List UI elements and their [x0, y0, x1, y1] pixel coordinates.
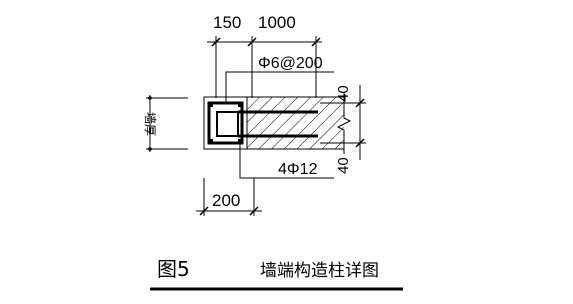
top-dim-tick	[211, 37, 221, 47]
top-dim-tick	[311, 37, 321, 47]
corner-bar	[208, 139, 213, 144]
dim-40-top: 40	[335, 85, 352, 102]
dim-200: 200	[212, 191, 240, 210]
left-dim-dot	[148, 147, 152, 151]
right-dim-tick	[355, 138, 365, 148]
stirrup-label: Φ6@200	[258, 55, 323, 72]
right-dim-tick	[355, 98, 365, 108]
bottom-dim-tick	[199, 206, 209, 216]
wall-thickness-label: 墙厚	[143, 112, 157, 136]
left-dim-dot	[148, 96, 152, 100]
main-bars-label: 4Φ12	[278, 161, 318, 178]
inner-tie	[216, 111, 239, 137]
stirrup-leader	[225, 71, 334, 103]
wall-break-line	[336, 92, 352, 154]
bottom-dim-tick	[249, 206, 259, 216]
corner-bar	[208, 102, 213, 107]
top-dim-tick	[247, 37, 257, 47]
main-bars-leader	[239, 143, 334, 179]
corner-bar	[238, 139, 243, 144]
dim-1000: 1000	[258, 13, 296, 32]
wall-hatch	[247, 97, 344, 149]
figure-label: 图5	[157, 257, 190, 281]
corner-bar	[238, 102, 243, 107]
dim-150: 150	[213, 13, 241, 32]
dim-40-bottom: 40	[335, 157, 352, 174]
figure-title: 墙端构造柱详图	[260, 261, 379, 281]
